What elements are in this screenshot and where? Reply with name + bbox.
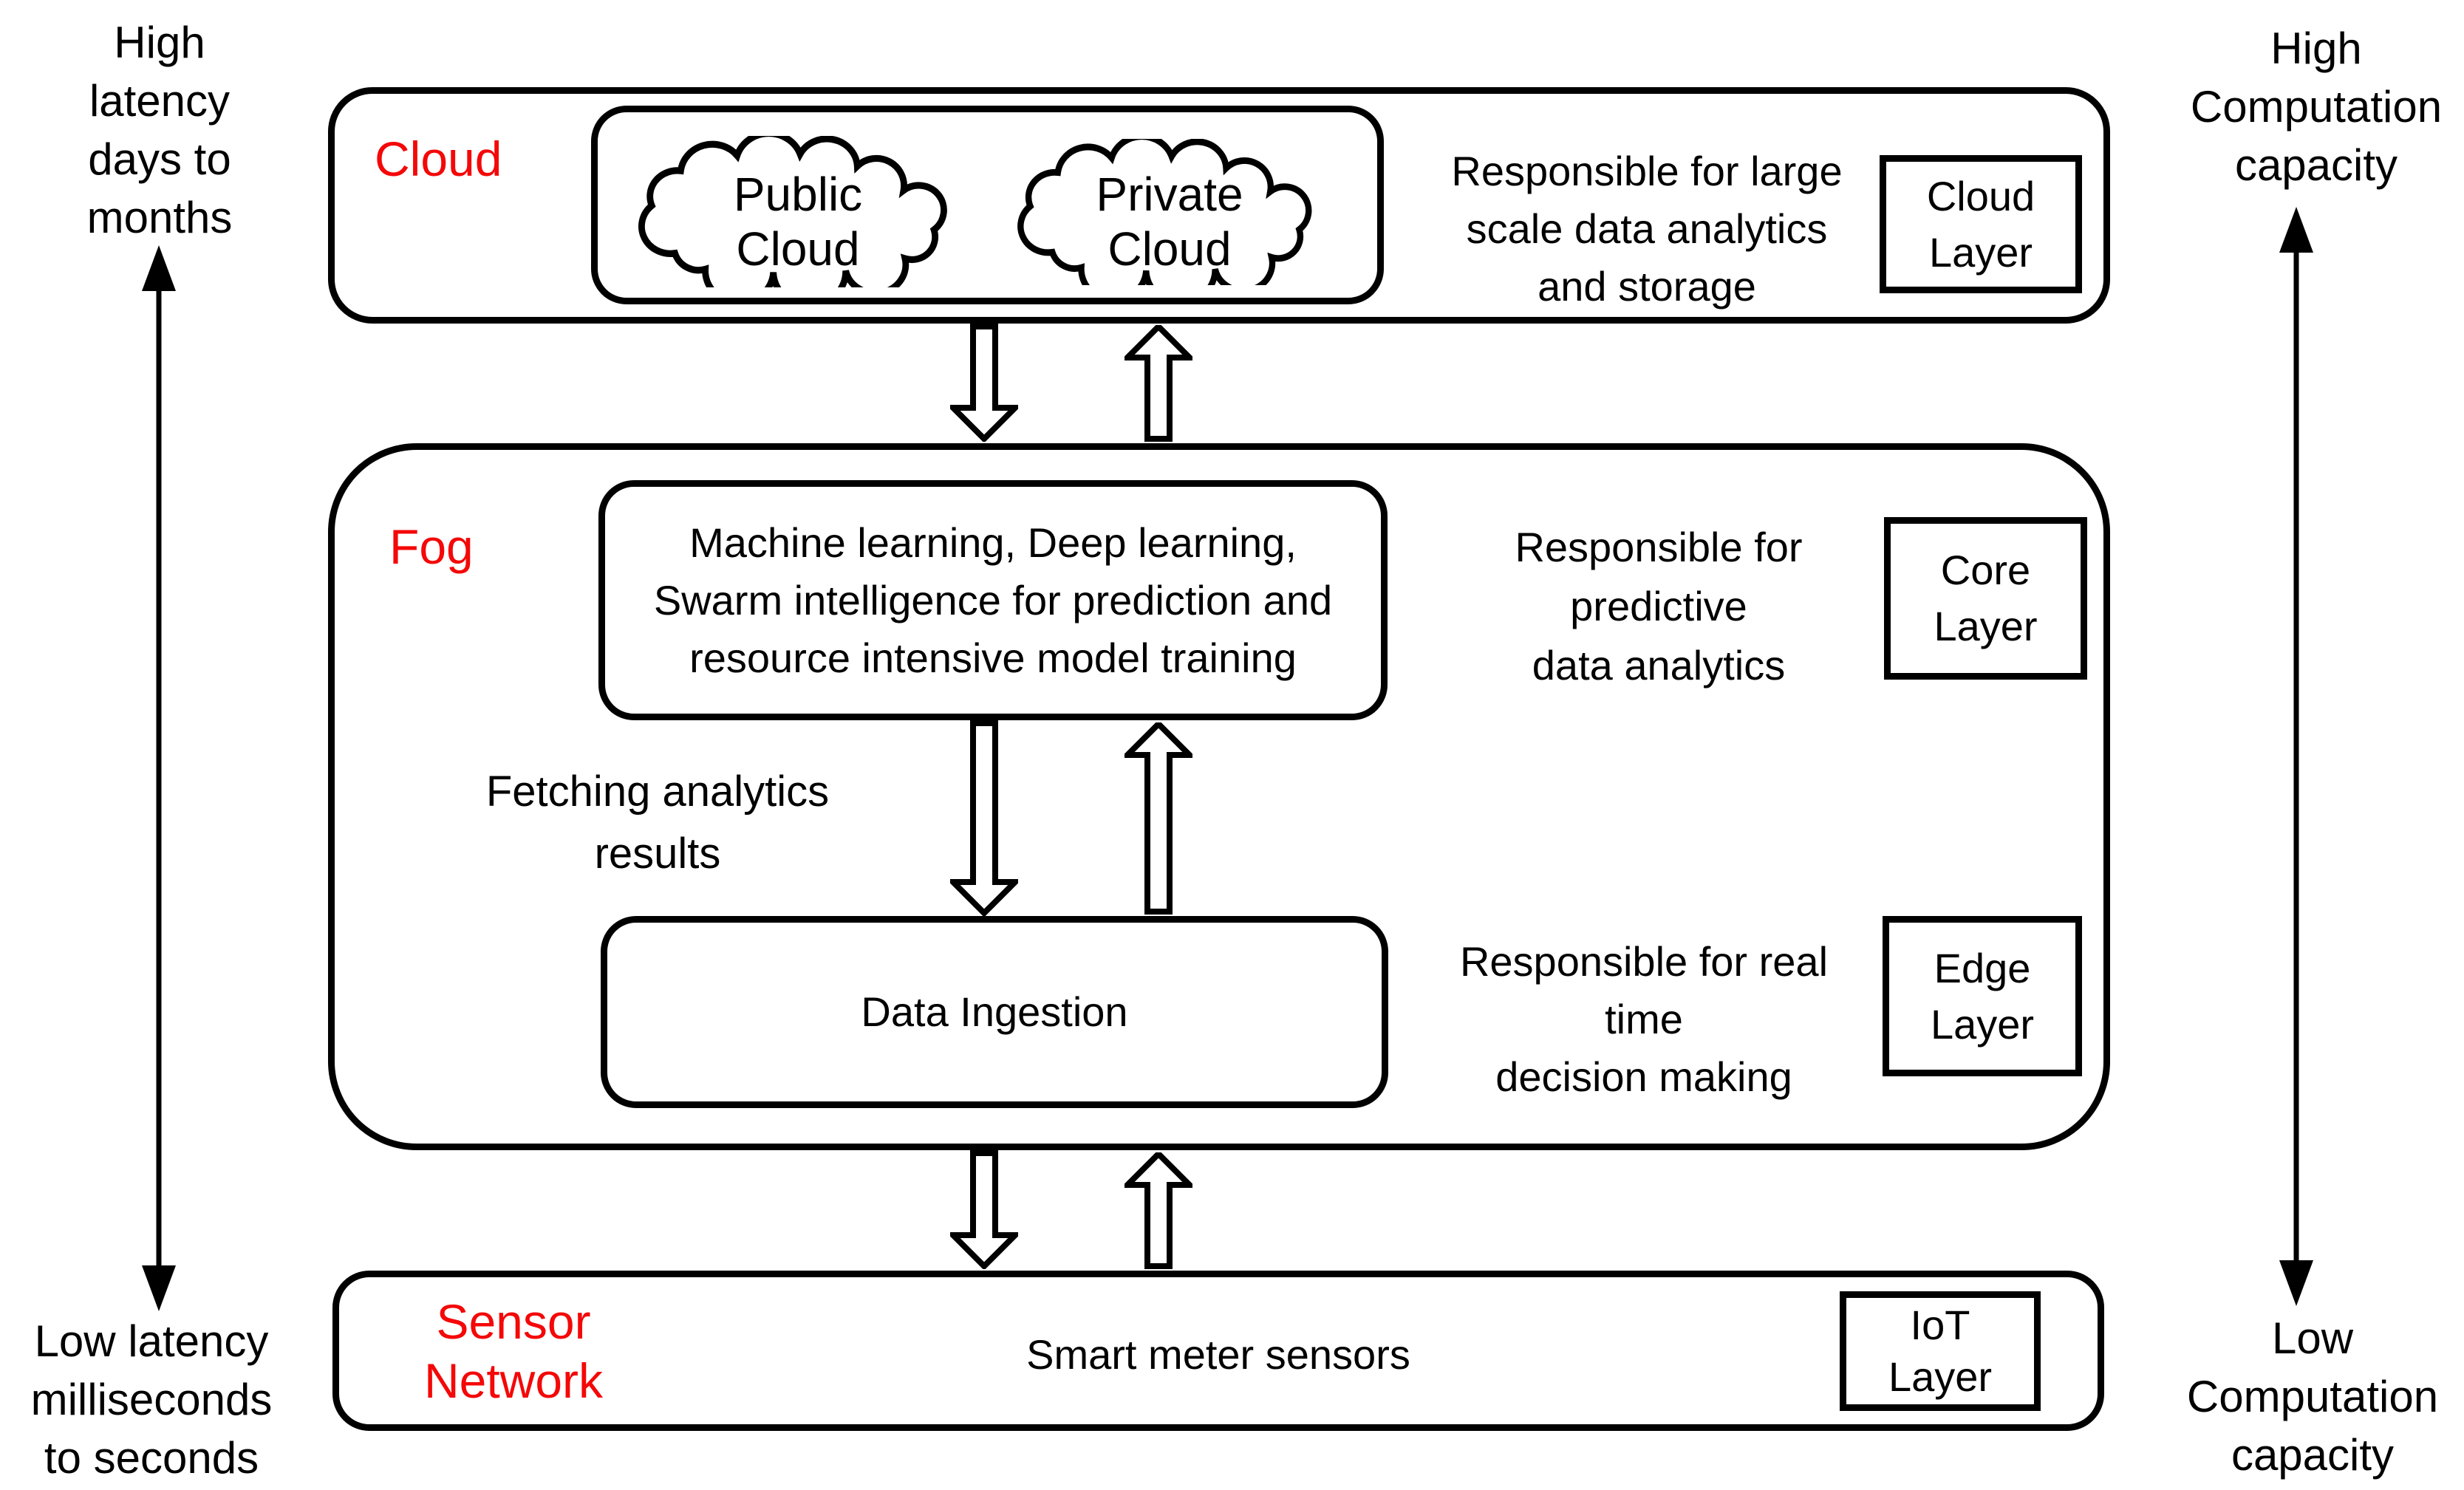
cloud-to-fog-down-arrow-icon xyxy=(950,324,1018,442)
fog-layer-box: Fog Machine learning, Deep learning, Swa… xyxy=(328,443,2110,1150)
computation-high-label: High Computation capacity xyxy=(2190,24,2443,190)
core-layer-tag: Core Layer xyxy=(1884,517,2087,680)
edge-responsibility-text: Responsible for real time decision makin… xyxy=(1459,938,1829,1100)
ml-box: Machine learning, Deep learning, Swarm i… xyxy=(598,480,1388,720)
cloud-group-box: Public Cloud Private Cloud xyxy=(591,106,1384,304)
computation-axis-arrow-icon xyxy=(2279,207,2313,1306)
private-cloud-shape: Private Cloud xyxy=(1004,139,1335,285)
fog-to-cloud-up-arrow-icon xyxy=(1125,325,1192,442)
data-ingestion-box: Data Ingestion xyxy=(601,916,1388,1108)
edge-layer-tag: Edge Layer xyxy=(1883,916,2082,1076)
latency-low-label: Low latency milliseconds to seconds xyxy=(30,1316,273,1483)
latency-high-label: High latency days to months xyxy=(86,18,233,242)
ml-to-ingestion-down-arrow-icon xyxy=(950,720,1018,916)
iot-layer-tag: IoT Layer xyxy=(1840,1291,2041,1411)
fog-label: Fog xyxy=(389,519,474,574)
cloud-label: Cloud xyxy=(375,131,502,186)
public-cloud-label: Public Cloud xyxy=(733,167,863,276)
latency-axis-arrow-icon xyxy=(142,245,176,1311)
cloud-layer-tag: Cloud Layer xyxy=(1880,155,2082,293)
smart-meter-sensors-label: Smart meter sensors xyxy=(1026,1331,1410,1378)
ingestion-to-ml-up-arrow-icon xyxy=(1125,722,1192,915)
cloud-responsibility-text: Responsible for large scale data analyti… xyxy=(1451,148,1843,310)
private-cloud-icon xyxy=(1017,139,1312,285)
public-cloud-icon xyxy=(638,136,947,287)
public-cloud-shape: Public Cloud xyxy=(624,136,972,287)
private-cloud-label: Private Cloud xyxy=(1096,168,1243,276)
computation-low-label: Low Computation capacity xyxy=(2186,1313,2439,1480)
sensor-network-box: Sensor Network Smart meter sensors IoT L… xyxy=(332,1271,2104,1431)
fetching-results-label: Fetching analytics results xyxy=(485,768,830,878)
cloud-layer-box: Cloud Public Cloud Private Cloud Respons… xyxy=(328,87,2110,324)
core-responsibility-text: Responsible for predictive data analytic… xyxy=(1515,524,1803,688)
sensor-to-fog-up-arrow-icon xyxy=(1125,1152,1192,1269)
sensor-network-label: Sensor Network xyxy=(423,1294,604,1408)
fog-to-sensor-down-arrow-icon xyxy=(950,1150,1018,1269)
